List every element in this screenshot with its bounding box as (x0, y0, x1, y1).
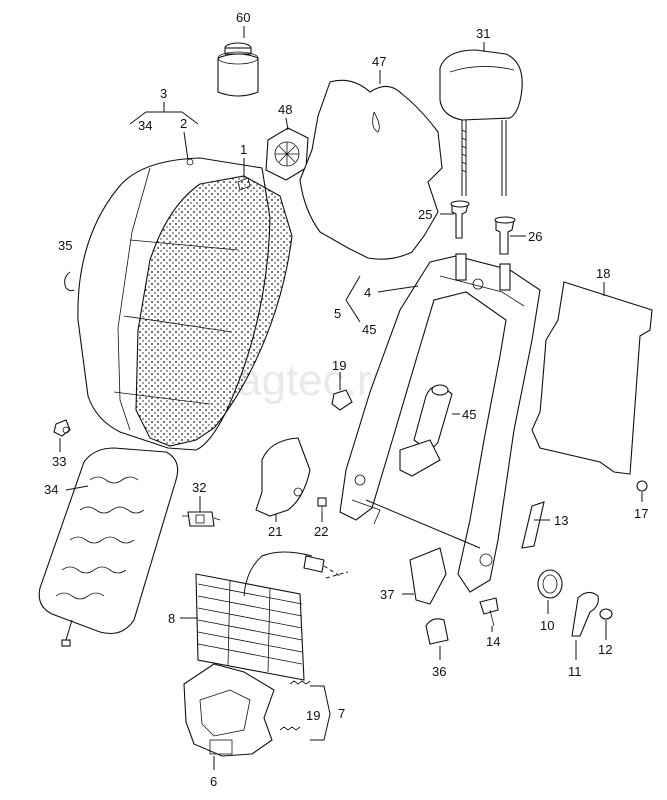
part-22-screw (317, 497, 327, 512)
label-2: 2 (180, 116, 187, 131)
label-6: 6 (210, 774, 217, 789)
part-19-clip-upper (331, 389, 353, 411)
label-18: 18 (596, 266, 610, 281)
part-18-backing-panel (531, 281, 653, 475)
label-34-upper: 34 (138, 118, 152, 133)
part-47-foil-sheet (299, 79, 443, 260)
label-31: 31 (476, 26, 490, 41)
label-1: 1 (240, 142, 247, 157)
part-25-headrest-guide-left (450, 200, 470, 239)
part-36-cap (425, 618, 449, 645)
label-45-motor: 45 (462, 407, 476, 422)
part-26-headrest-guide-right (494, 216, 516, 255)
part-13-lever (521, 501, 545, 549)
label-10: 10 (540, 618, 554, 633)
label-34-mat: 34 (44, 482, 58, 497)
part-12-bushing (599, 608, 613, 620)
part-8-lumbar-wire-frame (195, 551, 313, 681)
part-21-cover-bracket (255, 437, 311, 517)
label-7: 7 (338, 706, 345, 721)
label-12: 12 (598, 642, 612, 657)
part-37-cover-trim (409, 547, 447, 605)
part-48-vent-fan-icon (265, 127, 309, 181)
label-26: 26 (528, 229, 542, 244)
label-13: 13 (554, 513, 568, 528)
part-60-paint-can-icon (217, 42, 259, 97)
part-11-recliner-handle (571, 591, 599, 637)
part-17-clip (636, 480, 648, 492)
label-32: 32 (192, 480, 206, 495)
part-19-spring-lower (279, 680, 311, 731)
part-number-labels: 60 3 34 2 48 47 31 1 35 25 26 4 5 45 18 … (44, 10, 648, 789)
label-11: 11 (568, 664, 582, 679)
part-4-backrest-frame (339, 253, 541, 593)
label-14: 14 (486, 634, 500, 649)
part-6-lumbar-support-plate (183, 663, 275, 757)
label-35: 35 (58, 238, 72, 253)
part-10-adjust-knob (537, 569, 563, 599)
label-21: 21 (268, 524, 282, 539)
label-48: 48 (278, 102, 292, 117)
label-4: 4 (364, 285, 371, 300)
label-25: 25 (418, 207, 432, 222)
part-45-motor (399, 384, 453, 477)
label-33: 33 (52, 454, 66, 469)
part-35-clip (64, 271, 75, 292)
part-32-bracket (182, 511, 221, 527)
part-1-backrest-foam-pad (135, 175, 293, 447)
label-45-upper: 45 (362, 322, 376, 337)
label-37: 37 (380, 587, 394, 602)
label-17: 17 (634, 506, 648, 521)
label-22: 22 (314, 524, 328, 539)
cable-connector (303, 555, 341, 577)
label-5: 5 (334, 306, 341, 321)
label-47: 47 (372, 54, 386, 69)
label-19-upper: 19 (332, 358, 346, 373)
label-8: 8 (168, 611, 175, 626)
part-31-headrest (439, 49, 523, 196)
label-60: 60 (236, 10, 250, 25)
label-36: 36 (432, 664, 446, 679)
part-33-small-clip (53, 419, 71, 437)
label-3: 3 (160, 86, 167, 101)
part-14-bolt (479, 597, 499, 627)
part-34-heating-mat (38, 447, 179, 647)
leader-lines (59, 26, 643, 770)
label-19-lower: 19 (306, 708, 320, 723)
